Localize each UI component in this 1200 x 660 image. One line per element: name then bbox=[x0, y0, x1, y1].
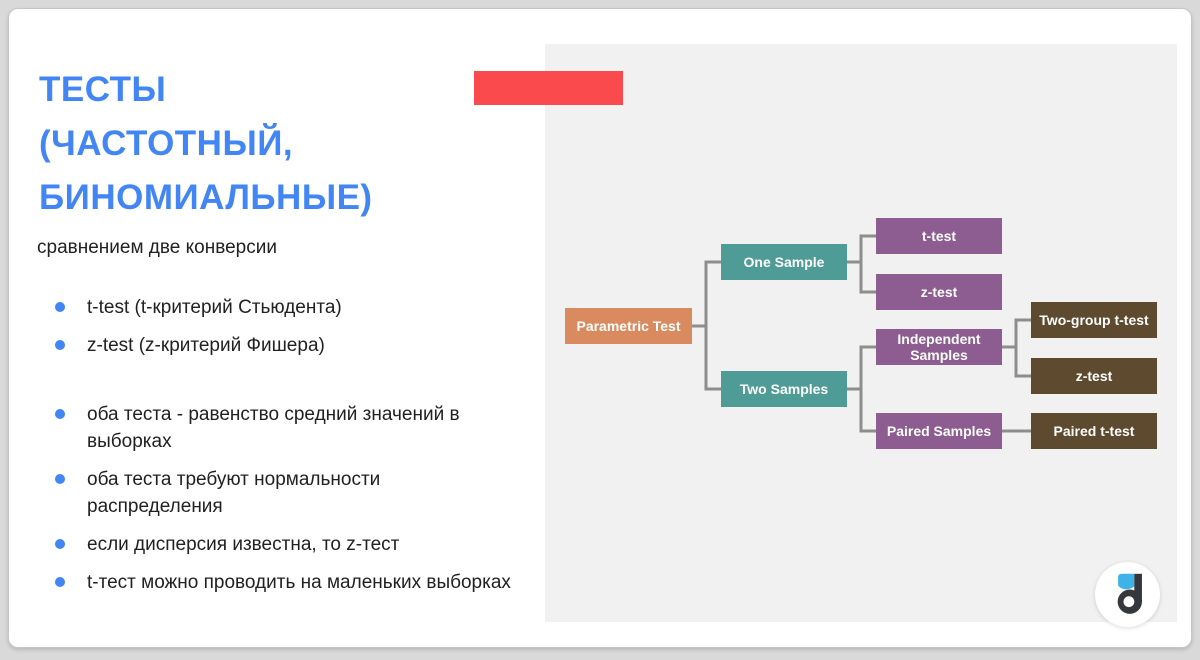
bullet-text: если дисперсия известна, то z-тест bbox=[87, 534, 400, 555]
list-item: z-test (z-критерий Фишера) bbox=[37, 332, 517, 359]
node-one-sample: One Sample bbox=[721, 244, 847, 280]
node-independent-samples: Independent Samples bbox=[876, 329, 1002, 365]
node-parametric-test: Parametric Test bbox=[565, 308, 692, 344]
node-paired-samples: Paired Samples bbox=[876, 413, 1002, 449]
logo-badge bbox=[1095, 562, 1160, 627]
bullet-dot-icon bbox=[55, 409, 65, 419]
slide-card: ТЕСТЫ (ЧАСТОТНЫЙ, БИНОМИАЛЬНЫЕ) сравнени… bbox=[8, 8, 1192, 648]
title-line-3: БИНОМИАЛЬНЫЕ) bbox=[39, 178, 373, 217]
title-line-2: (ЧАСТОТНЫЙ, bbox=[39, 124, 294, 163]
bullet-dot-icon bbox=[55, 340, 65, 350]
bullet-group-gap bbox=[37, 370, 517, 401]
bullet-text: z-test (z-критерий Фишера) bbox=[87, 335, 325, 356]
red-accent-bar bbox=[474, 71, 623, 105]
slide-title: ТЕСТЫ (ЧАСТОТНЫЙ, БИНОМИАЛЬНЫЕ) bbox=[39, 63, 509, 225]
diagram-panel: Parametric Test One Sample Two Samples t… bbox=[545, 44, 1177, 622]
title-line-1: ТЕСТЫ bbox=[39, 70, 167, 109]
list-item: оба теста - равенство средний значений в… bbox=[37, 401, 517, 455]
node-two-group-t-test: Two-group t-test bbox=[1031, 302, 1157, 338]
list-item: если дисперсия известна, то z-тест bbox=[37, 531, 517, 558]
list-item: t-test (t-критерий Стьюдента) bbox=[37, 294, 517, 321]
node-paired-t-test: Paired t-test bbox=[1031, 413, 1157, 449]
bullet-dot-icon bbox=[55, 474, 65, 484]
d-logo-icon bbox=[1117, 573, 1142, 614]
tree-connectors-icon bbox=[690, 234, 1033, 433]
bullet-dot-icon bbox=[55, 577, 65, 587]
bullet-text: оба теста - равенство средний значений в… bbox=[87, 404, 460, 452]
bullet-list: t-test (t-критерий Стьюдента) z-test (z-… bbox=[37, 294, 517, 607]
list-item: оба теста требуют нормальности распредел… bbox=[37, 466, 517, 520]
bullet-dot-icon bbox=[55, 539, 65, 549]
bullet-text: t-тест можно проводить на маленьких выбо… bbox=[87, 572, 511, 593]
list-item: t-тест можно проводить на маленьких выбо… bbox=[37, 569, 517, 596]
bullet-text: оба теста требуют нормальности распредел… bbox=[87, 469, 381, 517]
node-two-samples: Two Samples bbox=[721, 371, 847, 407]
bullet-text: t-test (t-критерий Стьюдента) bbox=[87, 297, 342, 318]
node-z-test-one-sample: z-test bbox=[876, 274, 1002, 310]
slide-subtitle: сравнением две конверсии bbox=[37, 237, 277, 258]
bullet-dot-icon bbox=[55, 302, 65, 312]
node-z-test-two-samples: z-test bbox=[1031, 358, 1157, 394]
node-t-test-one-sample: t-test bbox=[876, 218, 1002, 254]
